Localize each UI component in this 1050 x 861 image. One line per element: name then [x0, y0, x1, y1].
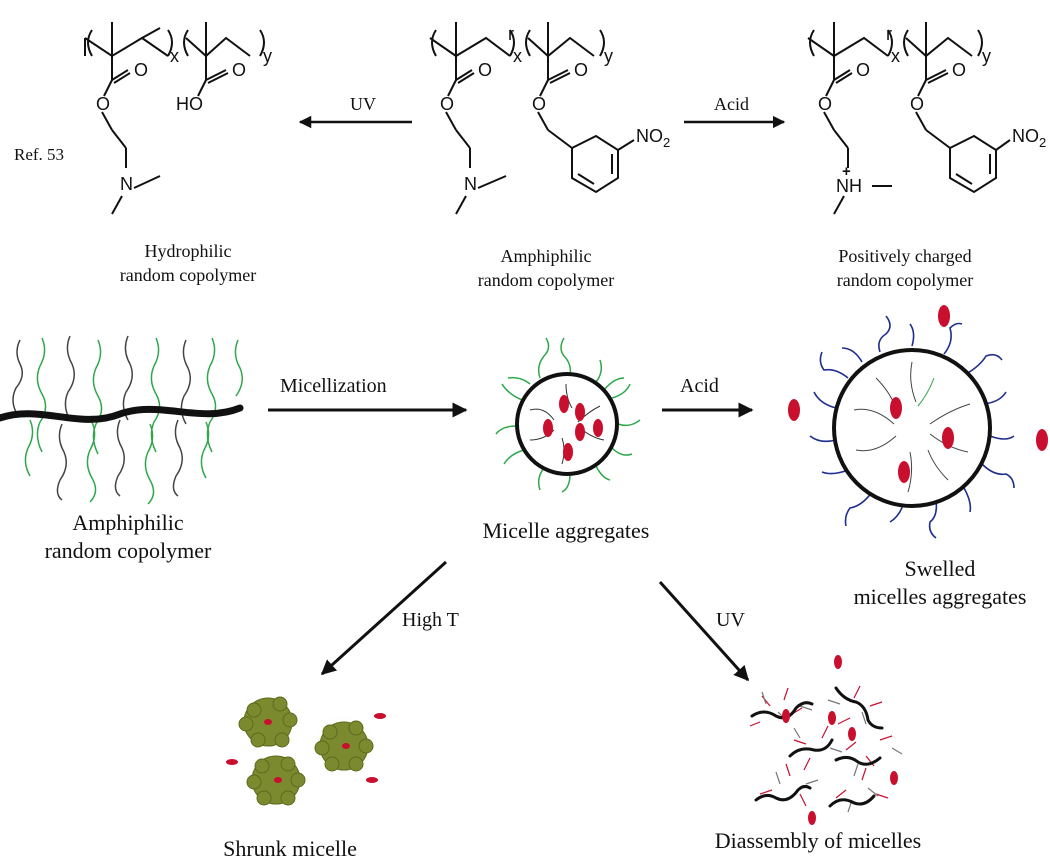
left-o-carbonyl-2: O — [232, 60, 246, 80]
polymer-backbone — [0, 404, 244, 423]
micellization-arrow-label: Micellization — [280, 375, 387, 397]
middle-acid-arrow-label: Acid — [680, 375, 719, 397]
high-t-arrow — [320, 560, 448, 676]
center-n-amine: N — [464, 174, 477, 194]
high-t-arrow-label: High T — [402, 609, 459, 631]
left-structure-brackets — [87, 29, 265, 57]
center-o-carbonyl-1: O — [478, 60, 492, 80]
right-structure-charged — [807, 22, 1011, 215]
disassembly-caption: Diassembly of micelles — [715, 828, 922, 853]
disassembled-polymers — [749, 655, 903, 825]
center-caption-line2: random copolymer — [478, 270, 614, 290]
center-x-label: x — [513, 46, 522, 66]
right-plus-label: + — [842, 163, 851, 180]
top-uv-arrow-label: UV — [350, 94, 376, 114]
left-y-label: y — [263, 46, 272, 66]
left-caption-line1: Hydrophilic — [145, 241, 232, 261]
right-caption-line1: Positively charged — [838, 246, 971, 266]
left-o-carbonyl-1: O — [134, 60, 148, 80]
left-x-label: x — [170, 46, 179, 66]
right-o-carbonyl-2: O — [952, 60, 966, 80]
left-ho-label: HO — [176, 94, 203, 114]
right-y-label: y — [982, 46, 991, 66]
bottom-uv-arrow-label: UV — [716, 609, 745, 631]
swelled-micelle — [788, 305, 1048, 539]
polymer-caption-line1: Amphiphilic — [72, 510, 183, 535]
micelle-aggregate — [495, 337, 641, 493]
center-r-label: r — [508, 24, 514, 44]
right-x-label: x — [891, 46, 900, 66]
right-o-ester-1: O — [818, 94, 832, 114]
center-o-ester-1: O — [440, 94, 454, 114]
left-n-amine: N — [120, 174, 133, 194]
top-acid-arrow-label: Acid — [714, 94, 749, 114]
reference-label: Ref. 53 — [14, 145, 64, 164]
right-no2-label: NO2 — [1012, 126, 1046, 150]
right-o-ester-2: O — [910, 94, 924, 114]
center-y-label: y — [604, 46, 613, 66]
right-nh-label: NH — [836, 176, 862, 196]
center-o-carbonyl-2: O — [574, 60, 588, 80]
swelled-caption-line2: micelles aggregates — [854, 584, 1027, 609]
right-caption-line2: random copolymer — [837, 270, 973, 290]
right-r-label: r — [886, 24, 892, 44]
polymer-caption-line2: random copolymer — [45, 538, 212, 563]
right-o-carbonyl-1: O — [856, 60, 870, 80]
micelle-caption: Micelle aggregates — [483, 518, 650, 543]
center-o-ester-2: O — [532, 94, 546, 114]
shrunk-caption: Shrunk micelle — [223, 836, 357, 861]
left-caption-line2: random copolymer — [120, 265, 256, 285]
swelled-caption-line1: Swelled — [905, 556, 976, 581]
center-caption-line1: Amphiphilic — [501, 246, 592, 266]
amphiphilic-polymer-illustration — [12, 335, 243, 505]
shrunk-micelles — [226, 696, 386, 806]
bottom-uv-arrow — [658, 580, 750, 682]
left-o-ester: O — [96, 94, 110, 114]
center-no2-label: NO2 — [636, 126, 670, 150]
center-structure-amphiphilic — [429, 22, 635, 215]
left-structure-hydrophilic — [84, 22, 251, 215]
